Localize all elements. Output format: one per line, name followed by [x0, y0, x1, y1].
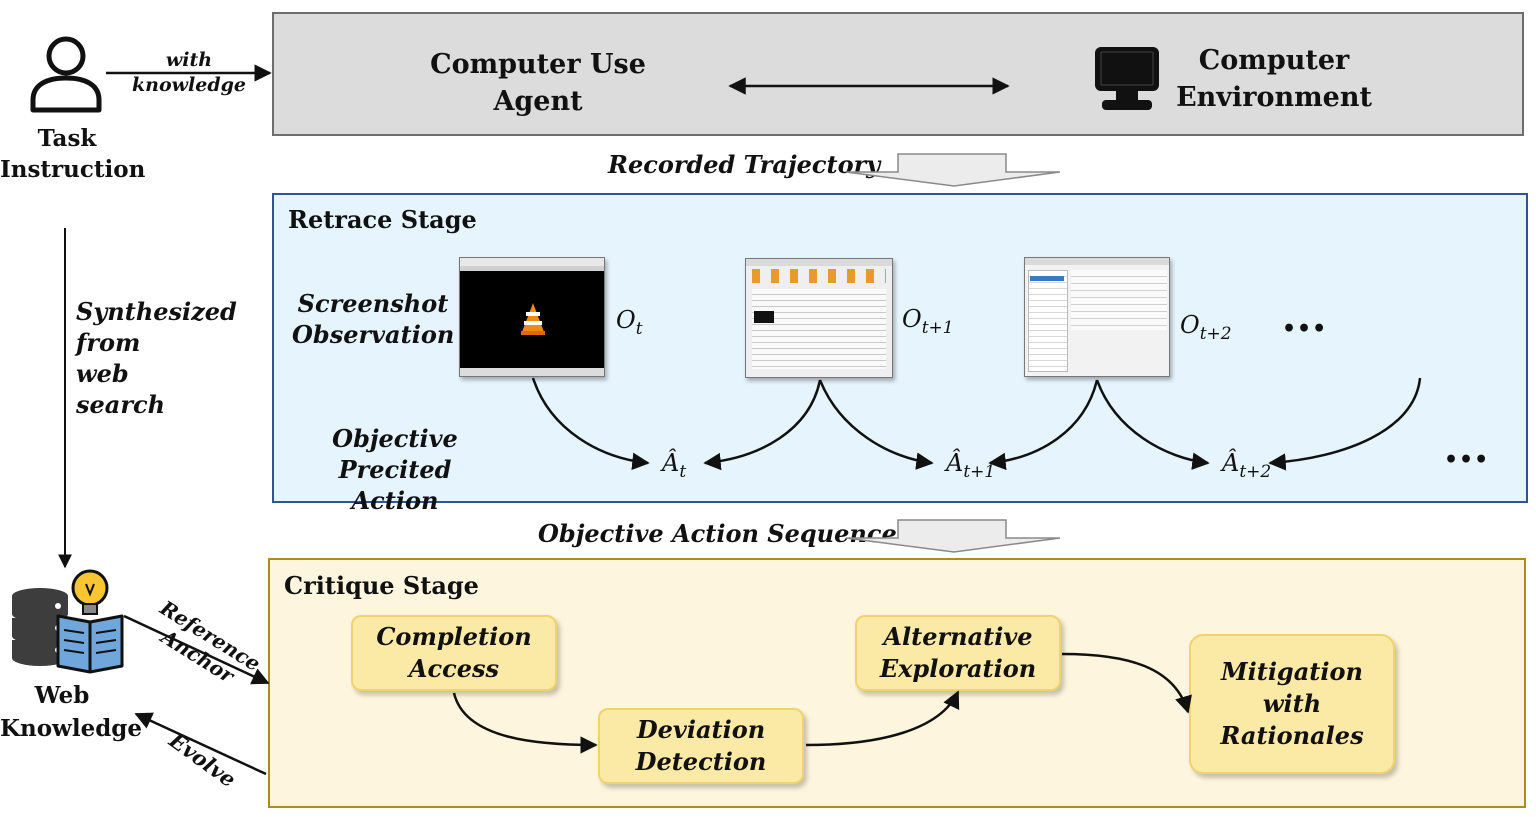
with-knowledge-label: with knowledge: [132, 49, 246, 96]
deviation-detection-node: Deviation Detection: [598, 708, 804, 784]
obs-to-action-curve: [1268, 377, 1422, 471]
critique-stage-title: Critique Stage: [284, 571, 479, 600]
obs-to-action-curve: [1095, 379, 1210, 470]
screenshot-thumbnail: [745, 258, 893, 378]
computer-environment-label: Computer Environment: [1176, 45, 1372, 113]
web-knowledge-label: Web Knowledge: [0, 682, 143, 742]
obs-to-action-curve: [531, 377, 650, 471]
ellipsis: •••: [1282, 316, 1328, 342]
predicted-action-label: Ât+2: [1222, 449, 1272, 482]
obs-to-action-curve: [703, 379, 822, 471]
database-knowledge-icon: [12, 569, 124, 674]
recorded-trajectory-block-arrow: [845, 153, 1061, 187]
alternative-to-mitigation-arrow: [1061, 652, 1192, 714]
screenshot-observation-label: Screenshot Observation: [292, 289, 455, 349]
monitor-icon: [1095, 47, 1159, 110]
obs-to-action-curve: [988, 379, 1099, 471]
deviation-to-alternative-arrow: [805, 690, 960, 747]
agent-environment-box: [272, 12, 1524, 136]
observation-label: Ot+2: [1180, 311, 1232, 344]
observation-label: Ot+1: [902, 305, 954, 338]
completion-to-deviation-arrow: [452, 692, 598, 754]
evolve-arrow: [134, 712, 267, 776]
reference-anchor-arrow: [123, 614, 270, 685]
observation-label: Ot: [616, 306, 643, 339]
screenshot-thumbnail: [1024, 257, 1170, 377]
user-icon: [30, 36, 102, 113]
obs-to-action-curve: [818, 379, 934, 470]
synthesized-label: Synthesized from web search: [76, 297, 237, 419]
objective-action-sequence-label: Objective Action Sequence: [538, 519, 897, 548]
completion-access-node: Completion Access: [351, 615, 557, 691]
recorded-trajectory-label: Recorded Trajectory: [608, 150, 881, 179]
computer-use-agent-label: Computer Use Agent: [430, 49, 646, 117]
task-instruction-label: Task Instruction: [0, 125, 146, 183]
screenshot-thumbnail: [459, 257, 605, 377]
objective-sequence-block-arrow: [845, 519, 1061, 553]
ellipsis: •••: [1444, 447, 1490, 473]
objective-predicted-action-label: Objective Precited Action: [332, 424, 458, 515]
mitigation-with-rationales-node: Mitigation with Rationales: [1189, 634, 1395, 774]
predicted-action-label: Ât+1: [946, 449, 996, 482]
alternative-exploration-node: Alternative Exploration: [855, 615, 1061, 691]
vlc-cone-icon: [521, 303, 545, 335]
predicted-action-label: Ât: [662, 449, 687, 482]
retrace-stage-title: Retrace Stage: [288, 205, 477, 234]
